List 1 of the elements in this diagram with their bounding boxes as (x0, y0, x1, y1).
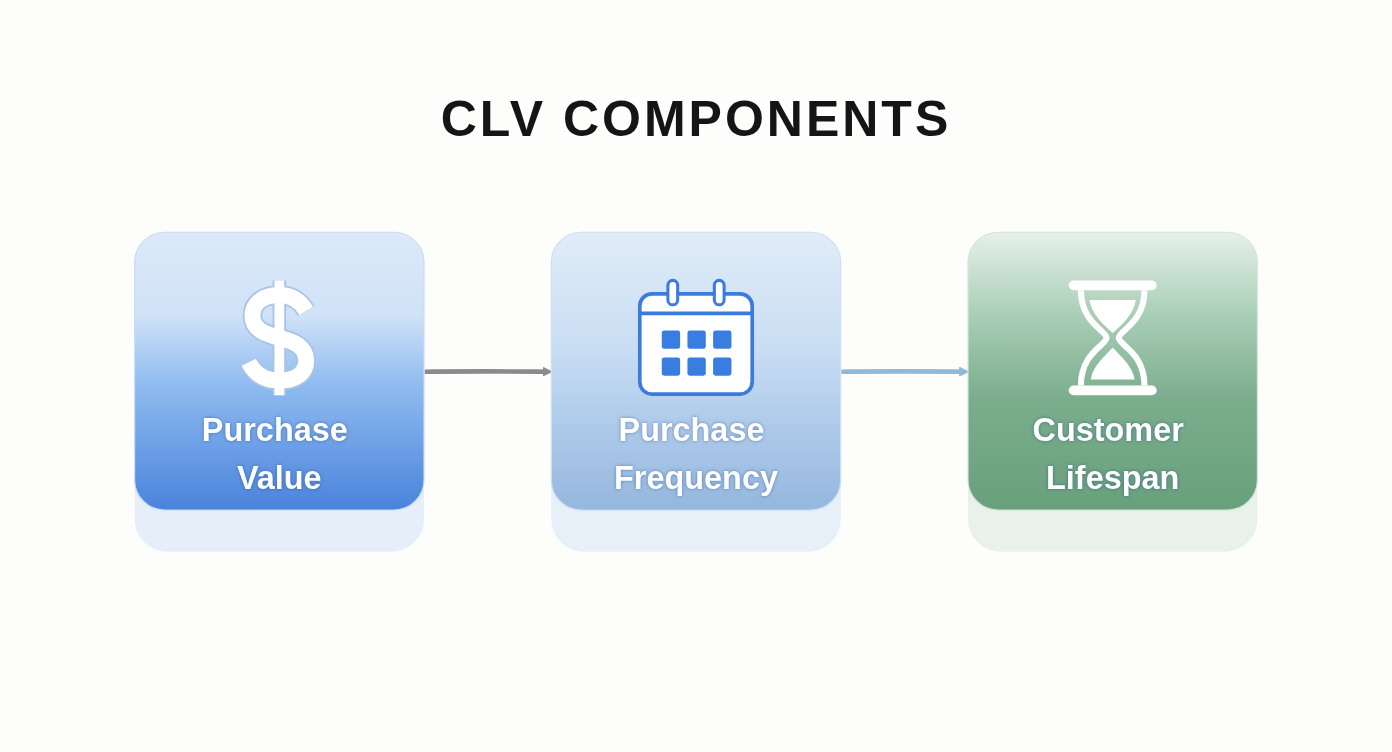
diagram-title: CLV COMPONENTS (440, 92, 952, 147)
